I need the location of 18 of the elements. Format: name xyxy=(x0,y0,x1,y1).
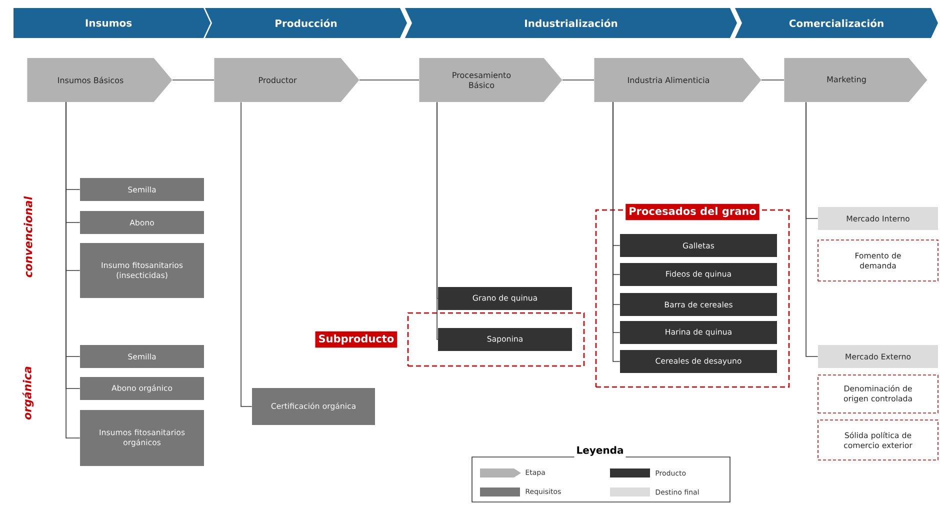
connector-line xyxy=(806,102,818,357)
node-label: Insumos xyxy=(86,19,132,27)
stage-banner: Insumos xyxy=(14,8,210,38)
stage-box: Marketing xyxy=(784,58,928,102)
connector-line xyxy=(436,102,438,340)
stage-box: Insumos Básicos xyxy=(27,58,172,102)
node-label: Producción xyxy=(276,18,337,28)
stage-banner: Industrialización xyxy=(405,8,737,38)
connector-line xyxy=(240,102,252,407)
stage-box: Industria Alimenticia xyxy=(594,58,762,102)
side-label: convencional xyxy=(24,196,32,278)
stage-box: Procesamiento Básico xyxy=(419,58,562,102)
legend-title: Leyenda xyxy=(574,444,626,458)
side-label: orgánica xyxy=(22,366,34,420)
stage-banner: Comercialización xyxy=(735,8,938,38)
stage-box: Productor xyxy=(214,58,360,102)
stage-banner: Producción xyxy=(205,8,407,38)
node-label: Subproducto xyxy=(319,334,394,345)
